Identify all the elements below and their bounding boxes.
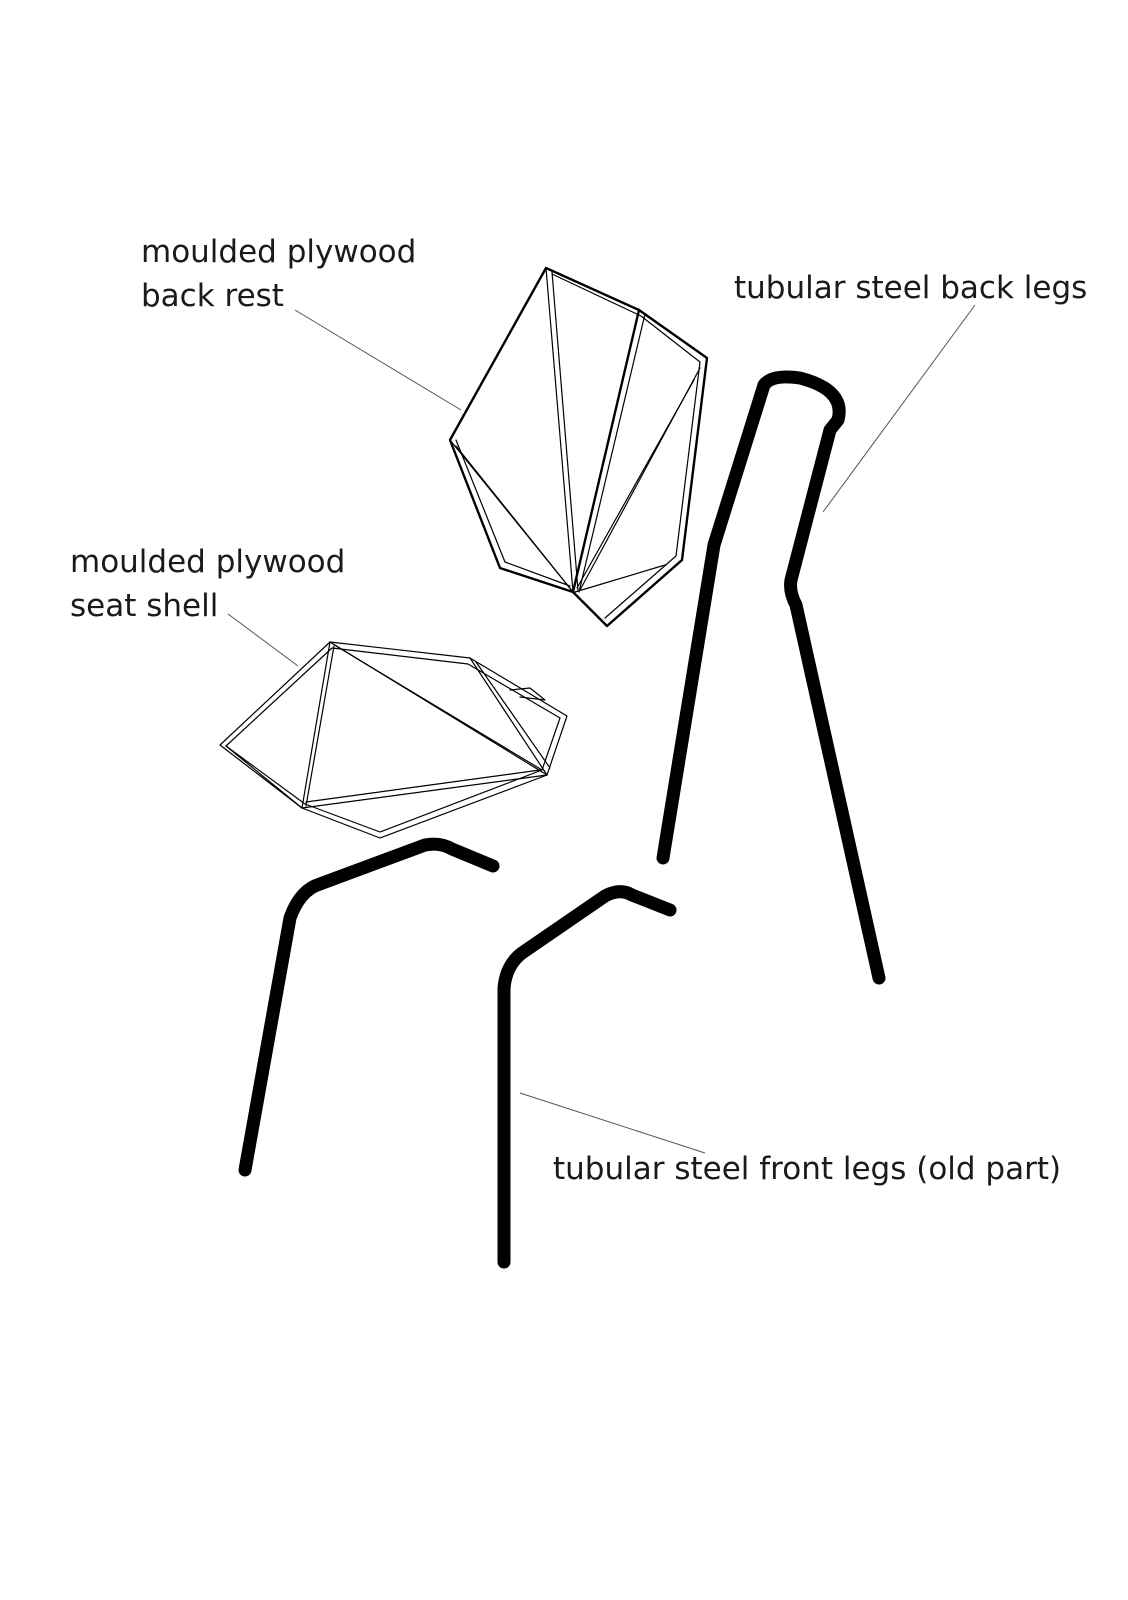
back-rest-fold-6 [576, 379, 695, 589]
label-back-rest-line-1: moulded plywood [141, 234, 417, 270]
seat-shell-fold-2 [305, 645, 335, 807]
back-rest-crease-center-inner [578, 313, 646, 593]
seat-shell-outline [219, 641, 568, 839]
back-rest-shell [448, 266, 709, 628]
label-seat-shell-line-1: moulded plywood [70, 544, 346, 580]
back-rest-fold-1 [545, 267, 574, 593]
label-back-rest-line-2: back rest [141, 278, 284, 314]
seat-shell-fold-1 [301, 641, 331, 809]
leader-line-back-rest [294, 309, 462, 411]
leader-line-seat-shell [227, 613, 299, 667]
seat-shell-fold-6 [305, 769, 541, 803]
back-rest-offset-edge-left [455, 439, 571, 587]
back-rest-fold-2 [551, 271, 579, 591]
label-front-legs: tubular steel front legs (old part) [553, 1147, 1061, 1191]
leader-lines [227, 304, 976, 1154]
leader-line-back-legs [822, 304, 976, 513]
seat-shell [219, 641, 568, 839]
back-rest-crease-center [571, 308, 641, 594]
label-seat-shell: moulded plywood seat shell [70, 540, 345, 628]
back-rest-fold-7 [574, 564, 666, 593]
back-rest-fold-4 [455, 445, 574, 593]
label-back-legs: tubular steel back legs [734, 266, 1087, 310]
label-seat-shell-line-2: seat shell [70, 588, 219, 624]
seat-shell-fold-5 [301, 774, 548, 809]
back-legs-tube [656, 370, 886, 985]
seat-shell-fold-7 [469, 657, 548, 776]
seat-shell-fold-4 [335, 645, 543, 771]
front-leg-left-tube [238, 837, 500, 1177]
leader-line-front-legs [519, 1092, 706, 1154]
seat-shell-fold-9 [225, 745, 303, 809]
label-back-legs-text: tubular steel back legs [734, 270, 1088, 306]
seat-shell-notch [509, 687, 546, 701]
back-rest-offset-edge [551, 273, 701, 619]
label-front-legs-text: tubular steel front legs (old part) [553, 1151, 1062, 1187]
back-rest-fold-8 [572, 591, 608, 627]
label-back-rest: moulded plywood back rest [141, 230, 416, 318]
seat-shell-fold-8 [475, 661, 551, 769]
front-leg-right-tube [497, 885, 677, 1269]
seat-shell-outline-inner [225, 647, 561, 833]
